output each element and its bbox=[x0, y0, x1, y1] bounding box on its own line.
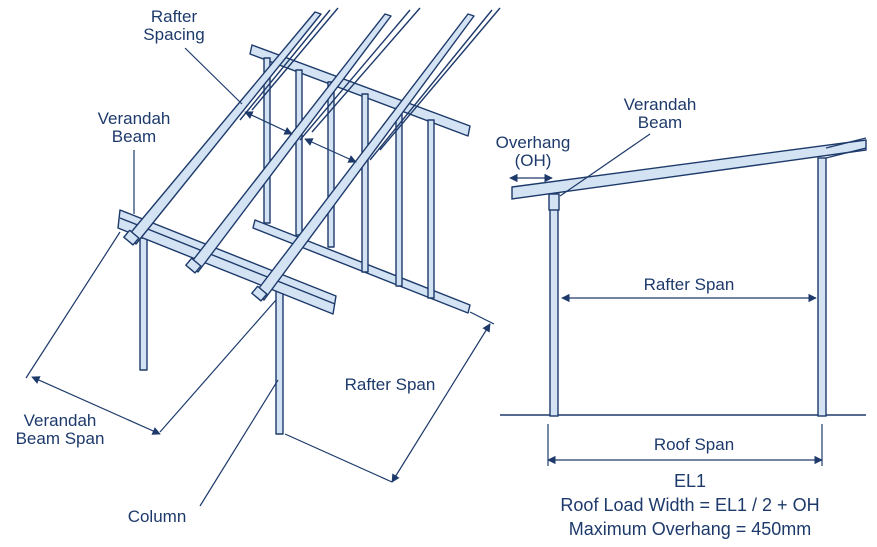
rafter-span-ext bbox=[469, 311, 495, 325]
rafter-edge bbox=[311, 7, 421, 133]
rafter-edge bbox=[251, 7, 339, 111]
verandah-beam-label-right: Verandah Beam bbox=[623, 95, 697, 132]
wall-frame bbox=[249, 44, 471, 314]
rafter-span-arrow bbox=[391, 323, 491, 483]
rafter-spacing-arrow bbox=[304, 138, 357, 163]
column bbox=[139, 237, 148, 371]
rafter-edge bbox=[379, 7, 501, 151]
rafter-end bbox=[185, 257, 202, 274]
wall-stud bbox=[327, 81, 335, 248]
verandah-beam-leader-right bbox=[559, 133, 651, 197]
rafter-span-label-left: Rafter Span bbox=[344, 375, 436, 394]
rafter-end bbox=[123, 229, 140, 246]
verandah-beam-span-ext bbox=[159, 299, 277, 433]
verandah-beam-edge bbox=[119, 217, 336, 305]
el1-label: EL1 bbox=[673, 471, 707, 491]
roof-edge bbox=[825, 137, 867, 149]
wall-stud bbox=[263, 57, 271, 224]
wall-stud bbox=[427, 119, 435, 299]
roof-span-label: Roof Span bbox=[653, 435, 735, 454]
wall-stud bbox=[295, 69, 303, 236]
rafter-spacing-leader bbox=[184, 47, 243, 105]
verandah-beam-span-label: Verandah Beam Span bbox=[15, 411, 105, 448]
rafter-edge bbox=[299, 9, 411, 141]
roof-edge bbox=[825, 147, 867, 159]
max-overhang-label: Maximum Overhang = 450mm bbox=[568, 519, 812, 539]
wall-top-plate bbox=[249, 44, 471, 137]
roof bbox=[511, 139, 867, 200]
rafter-span-ext bbox=[284, 433, 393, 483]
wall-stud bbox=[395, 107, 403, 287]
column-leader bbox=[199, 379, 279, 507]
overhang-label: Overhang (OH) bbox=[495, 133, 571, 170]
back-post bbox=[817, 157, 827, 417]
roof-load-width-label: Roof Load Width = EL1 / 2 + OH bbox=[560, 495, 820, 515]
front-post bbox=[549, 195, 559, 417]
verandah-beam bbox=[117, 209, 337, 315]
rafter-edge bbox=[369, 9, 493, 161]
verandah-beam-span-arrow bbox=[31, 376, 161, 435]
rafter-spacing-arrow bbox=[244, 111, 293, 135]
verandah-beam-label: Verandah Beam bbox=[97, 109, 171, 146]
column-label: Column bbox=[127, 507, 187, 526]
rafter-end bbox=[251, 285, 268, 302]
column bbox=[275, 289, 284, 435]
rafter-edge bbox=[239, 9, 331, 121]
rafter-spacing-label: Rafter Spacing bbox=[143, 7, 205, 44]
beam-block bbox=[548, 193, 560, 211]
wall-stud bbox=[361, 93, 369, 273]
rafter-span-label-right: Rafter Span bbox=[643, 275, 735, 294]
verandah-beam-span-ext bbox=[25, 231, 121, 379]
